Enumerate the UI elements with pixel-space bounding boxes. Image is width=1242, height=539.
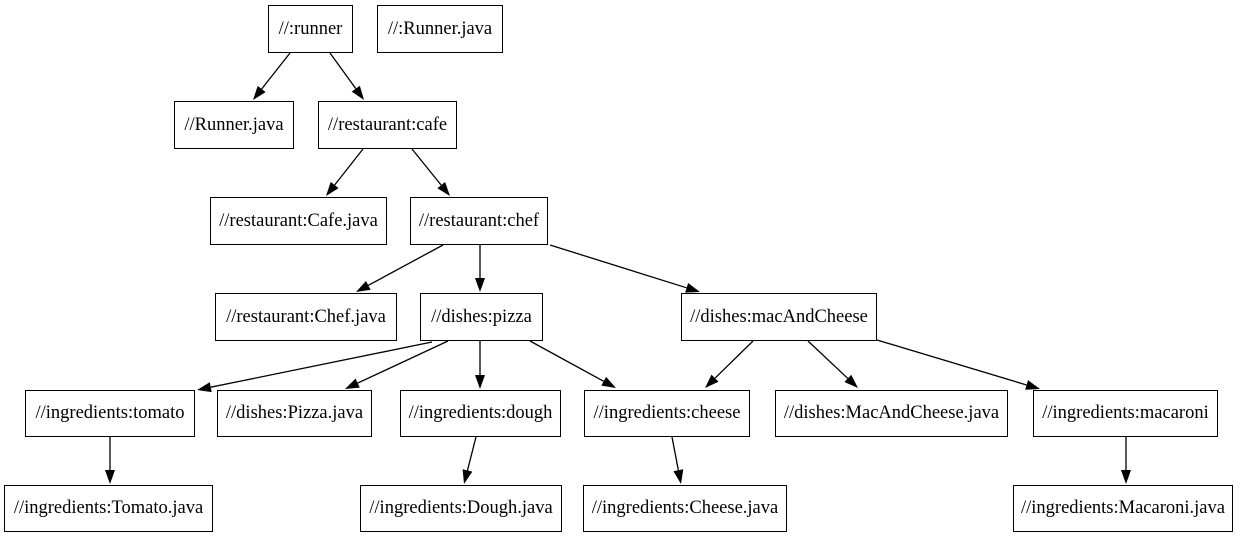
arrowhead-macandcheese-to-macandcheese-java — [844, 374, 858, 388]
edge-pizza-to-cheese — [529, 340, 605, 382]
graph-node-pizza: //dishes:pizza — [420, 293, 543, 341]
node-label-pizza-java: //dishes:Pizza.java — [225, 403, 364, 424]
arrowhead-macandcheese-to-macaroni — [1025, 380, 1040, 390]
arrowhead-chef-to-macandcheese — [685, 283, 700, 293]
graph-node-cafe-java: //restaurant:Cafe.java — [210, 197, 387, 245]
node-label-cafe-java: //restaurant:Cafe.java — [219, 210, 378, 231]
node-label-tomato-java: //ingredients:Tomato.java — [13, 498, 204, 519]
node-label-dough: //ingredients:dough — [408, 403, 553, 424]
node-label-runner-java: //Runner.java — [184, 114, 284, 135]
node-label-runner: //:runner — [278, 18, 343, 39]
edge-macandcheese-to-cheese — [714, 340, 754, 379]
arrowhead-cafe-to-cafe-java — [326, 181, 339, 196]
edge-chef-to-macandcheese — [549, 244, 687, 289]
edge-pizza-to-tomato — [210, 341, 433, 388]
graph-node-dough-java: //ingredients:Dough.java — [360, 485, 562, 532]
node-label-macaroni-java: //ingredients:Macaroni.java — [1021, 498, 1225, 519]
arrowhead-runner-to-cafe — [351, 85, 364, 100]
graph-node-tomato-java: //ingredients:Tomato.java — [4, 485, 213, 532]
graph-node-cheese-java: //ingredients:Cheese.java — [583, 485, 787, 532]
edge-macandcheese-to-macaroni — [876, 339, 1027, 386]
node-label-pizza: //dishes:pizza — [431, 306, 532, 327]
node-label-runner-java-root: //:Runner.java — [387, 18, 493, 39]
node-label-macaroni: //ingredients:macaroni — [1042, 403, 1209, 424]
graph-node-runner-java-root: //:Runner.java — [377, 5, 503, 53]
arrowhead-runner-to-runner-java — [253, 85, 266, 100]
arrowhead-chef-to-chef-java — [356, 280, 371, 292]
node-label-dough-java: //ingredients:Dough.java — [369, 498, 553, 519]
graph-node-tomato: //ingredients:tomato — [25, 390, 195, 437]
graph-node-cafe: //restaurant:cafe — [318, 101, 457, 149]
edge-dough-to-dough-java — [466, 436, 477, 471]
arrowhead-chef-to-pizza — [475, 278, 485, 292]
arrowhead-cheese-to-cheese-java — [673, 469, 684, 484]
graph-node-cheese: //ingredients:cheese — [584, 390, 750, 437]
arrowhead-pizza-to-dough — [475, 375, 485, 389]
edge-pizza-to-pizza-java — [357, 340, 449, 384]
graph-node-macaroni: //ingredients:macaroni — [1033, 390, 1218, 437]
edge-macandcheese-to-macandcheese-java — [807, 340, 849, 379]
arrowhead-tomato-to-tomato-java — [105, 470, 115, 484]
node-label-macandcheese: //dishes:macAndCheese — [690, 306, 868, 327]
arrowhead-macaroni-to-macaroni-java — [1121, 470, 1131, 484]
arrowhead-cafe-to-chef — [437, 181, 450, 196]
edge-chef-to-chef-java — [368, 244, 444, 286]
edge-runner-to-runner-java — [261, 52, 291, 90]
graph-node-chef: //restaurant:chef — [410, 197, 548, 245]
edge-runner-to-cafe — [329, 52, 357, 90]
node-label-chef-java: //restaurant:Chef.java — [226, 306, 386, 327]
graph-node-macandcheese-java: //dishes:MacAndCheese.java — [775, 390, 1008, 437]
node-label-cheese: //ingredients:cheese — [593, 403, 741, 424]
graph-node-chef-java: //restaurant:Chef.java — [215, 293, 397, 341]
edge-cafe-to-chef — [411, 148, 442, 186]
arrowhead-pizza-to-pizza-java — [345, 378, 360, 389]
edge-cafe-to-cafe-java — [334, 148, 364, 186]
node-label-chef: //restaurant:chef — [418, 210, 540, 231]
node-label-cafe: //restaurant:cafe — [327, 114, 448, 135]
node-label-macandcheese-java: //dishes:MacAndCheese.java — [783, 403, 1000, 424]
arrowhead-macandcheese-to-cheese — [705, 374, 719, 388]
edge-cheese-to-cheese-java — [671, 436, 680, 471]
graph-node-macaroni-java: //ingredients:Macaroni.java — [1013, 485, 1233, 532]
arrowhead-dough-to-dough-java — [462, 469, 473, 484]
node-label-cheese-java: //ingredients:Cheese.java — [591, 498, 779, 519]
graph-node-runner: //:runner — [268, 5, 353, 53]
arrowhead-pizza-to-tomato — [197, 382, 212, 393]
graph-node-macandcheese: //dishes:macAndCheese — [681, 293, 877, 341]
arrowhead-pizza-to-cheese — [601, 376, 616, 388]
graph-node-runner-java: //Runner.java — [174, 101, 294, 149]
graph-node-dough: //ingredients:dough — [400, 390, 561, 437]
node-label-tomato: //ingredients:tomato — [35, 403, 185, 424]
graph-node-pizza-java: //dishes:Pizza.java — [217, 390, 372, 437]
